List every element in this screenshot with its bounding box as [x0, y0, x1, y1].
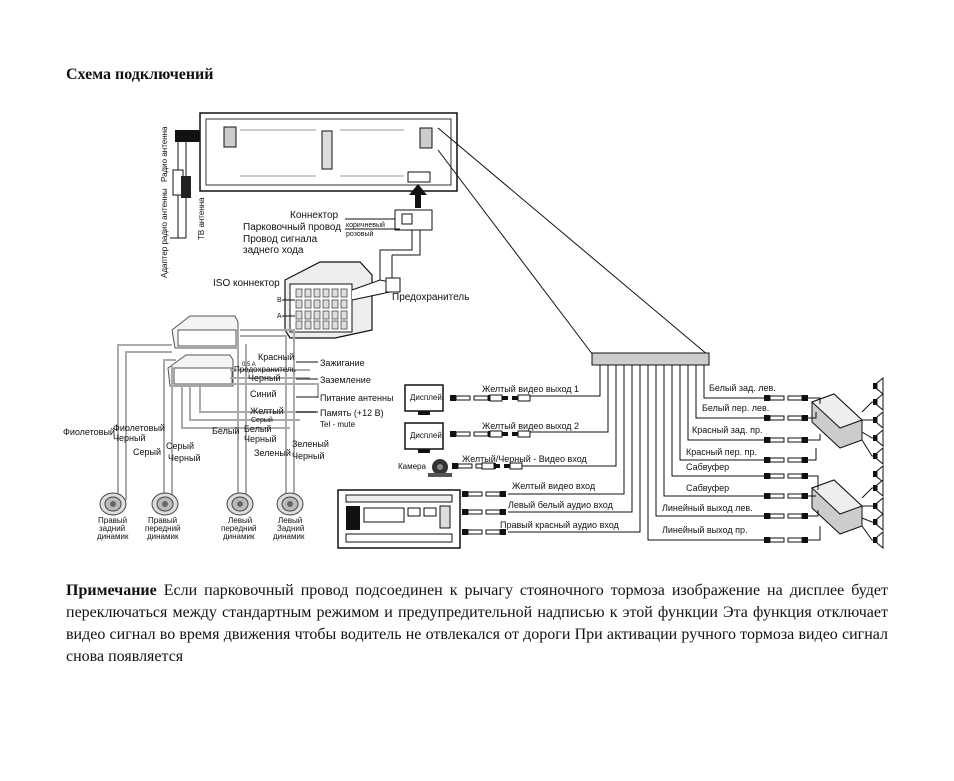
video-yellow-in-label: Желтый видео вход: [512, 481, 596, 491]
ignition-label: Зажигание: [320, 358, 365, 368]
pink-wire-label: розовый: [346, 230, 373, 238]
wire-black-label: Черный: [248, 373, 280, 383]
speaker-icon: [872, 377, 884, 549]
audio-left-in-label: Левый белый аудио вход: [508, 500, 614, 510]
white-front-left-label: Белый пер. лев.: [702, 403, 769, 413]
connector-b-small: [171, 315, 239, 349]
video-out-1-label: Желтый видео выход 1: [482, 384, 579, 394]
line-out-left-label: Линейный выход лев.: [662, 503, 753, 513]
camera-icon: [428, 459, 452, 477]
wire-violet-black-label-1: Фиолетовый: [113, 423, 165, 433]
speaker-front-left: Левый передний динамик: [221, 492, 257, 541]
svg-text:Правый: Правый: [98, 516, 127, 525]
iso-connector: [284, 261, 391, 339]
amplifier-2: [811, 479, 863, 535]
note-paragraph: Примечание Если парковочный провод подсо…: [66, 580, 888, 668]
reverse-signal-label-2: заднего хода: [243, 245, 304, 256]
ground-label: Заземление: [320, 375, 371, 385]
wire-green-black-label-2: Черный: [292, 451, 324, 461]
reverse-signal-label-1: Провод сигнала: [243, 234, 318, 245]
parking-wire-label: Парковочный провод: [243, 222, 341, 233]
rca-harness-wires: [508, 365, 764, 541]
white-rear-left-label: Белый зад. лев.: [709, 383, 776, 393]
wire-white-black-label-1: Белый: [244, 424, 271, 434]
speaker-front-right: Правый передний динамик: [145, 492, 181, 541]
arrow-up-icon: [409, 184, 427, 208]
wire-gray-black-label: Черный: [168, 453, 200, 463]
radio-antenna-label: Радио антенна: [160, 126, 169, 182]
wire-blue-label: Синий: [250, 389, 277, 399]
svg-text:динамик: динамик: [147, 532, 179, 541]
video-in-label: Желтый/Черный - Видео вход: [462, 454, 588, 464]
brown-wire-label: коричневый: [346, 221, 385, 229]
rca-harness-bar: [591, 352, 710, 366]
note-text: Если парковочный провод подсоединен к ры…: [66, 582, 888, 665]
wire-gray-label-2: Серый: [166, 441, 194, 451]
wire-yellow-label: Желтый: [250, 406, 284, 416]
wire-violet-black-label-2: Черный: [113, 433, 145, 443]
camera-label: Камера: [398, 462, 427, 471]
display-1: Дисплей: [404, 384, 444, 415]
dvd-player: [337, 489, 461, 549]
subwoofer-2-label: Сабвуфер: [686, 483, 729, 493]
video-out-2-label: Желтый видео выход 2: [482, 421, 579, 431]
memory-label: Память (+12 В): [320, 408, 384, 418]
line-out-right-label: Линейный выход пр.: [662, 525, 748, 535]
connector-block: [394, 209, 433, 231]
fuse-label: Предохранитель: [392, 292, 469, 303]
iso-connector-label: ISO коннектор: [213, 278, 280, 289]
wire-white-label: Белый: [212, 426, 239, 436]
page-title: Схема подключений: [66, 66, 214, 83]
svg-text:передний: передний: [221, 524, 257, 533]
wire-violet-label: Фиолетовый: [63, 427, 115, 437]
note-label: Примечание: [66, 582, 157, 599]
wire-gray-small-label: Серый: [251, 416, 273, 424]
svg-text:Левый: Левый: [228, 516, 252, 525]
fuse-small-label: Предохранитель: [234, 365, 296, 374]
wire-gray-label: Серый: [133, 447, 161, 457]
svg-text:динамик: динамик: [223, 532, 255, 541]
red-rear-right-label: Красный зад. пр.: [692, 425, 762, 435]
svg-text:Левый: Левый: [278, 516, 302, 525]
svg-text:Правый: Правый: [148, 516, 177, 525]
antenna-adapter-label: Адаптер радио антенны: [160, 188, 169, 278]
svg-text:Дисплей: Дисплей: [410, 431, 442, 440]
svg-text:передний: передний: [145, 524, 181, 533]
connector-label: Коннектор: [290, 210, 339, 221]
svg-text:Задний: Задний: [277, 524, 304, 533]
svg-text:динамик: динамик: [97, 532, 129, 541]
subwoofer-1-label: Сабвуфер: [686, 462, 729, 472]
svg-text:Дисплей: Дисплей: [410, 393, 442, 402]
red-front-right-label: Красный пер. пр.: [686, 447, 757, 457]
connector-a-small: [167, 354, 234, 387]
audio-right-in-label: Правый красный аудио вход: [500, 520, 620, 530]
connector-a-label: A: [277, 313, 282, 320]
tel-mute-label: Tel - mute: [320, 420, 356, 429]
fuse-icon: [385, 277, 401, 293]
wire-red-label: Красный: [258, 352, 294, 362]
wire-harness: [117, 329, 319, 500]
wire-green-label: Зеленый: [254, 448, 291, 458]
fuse-05a-label: 0.5 A: [242, 362, 256, 368]
speaker-rear-right: Правый задний динамик: [97, 492, 129, 541]
antenna-plug: [175, 130, 200, 142]
svg-text:динамик: динамик: [273, 532, 305, 541]
tv-antenna-label: ТВ антенна: [197, 197, 206, 240]
tv-antenna-plug: [181, 176, 191, 198]
wire-green-black-label-1: Зеленый: [292, 439, 329, 449]
display-2: Дисплей: [404, 422, 444, 453]
svg-text:задний: задний: [99, 524, 125, 533]
speaker-rear-left: Левый Задний динамик: [273, 492, 305, 541]
head-unit-rear-panel: [199, 112, 458, 192]
connector-b-label: B: [277, 297, 282, 304]
antenna-power-label: Питание антенны: [320, 393, 393, 403]
wire-white-black-label-2: Черный: [244, 434, 276, 444]
